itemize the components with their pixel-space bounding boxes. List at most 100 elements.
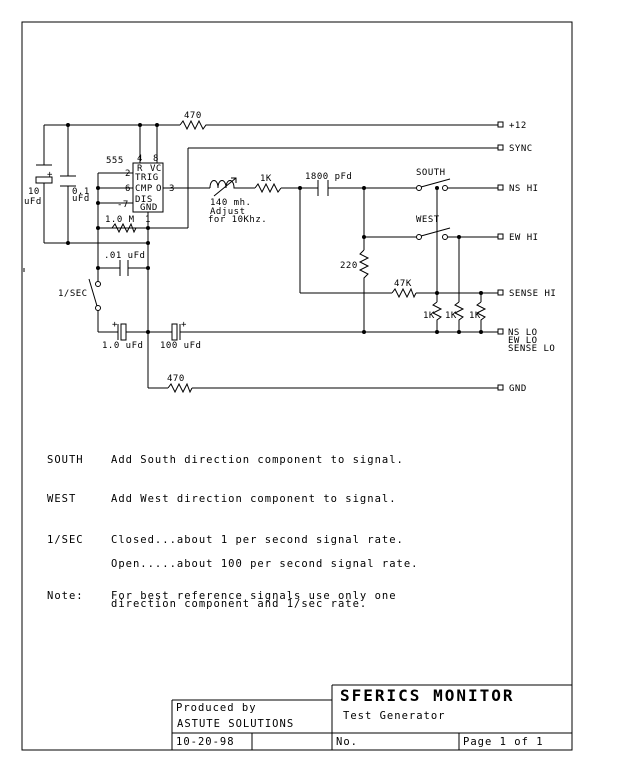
- title-block-no-label: No.: [336, 736, 358, 748]
- label-gnd: GND: [509, 384, 527, 394]
- label-pin7: -7: [117, 200, 129, 210]
- label-r470-top: 470: [184, 111, 202, 121]
- switch-1sec: [88, 278, 101, 311]
- output-terminals: [497, 121, 504, 391]
- label-cap10: 10: [28, 187, 40, 197]
- terminal-ew-hi: [497, 233, 504, 240]
- note-text-note2: direction component and 1/sec rate.: [111, 598, 367, 610]
- note-key-note: Note:: [47, 590, 84, 602]
- terminal-ns-hi: [497, 184, 504, 191]
- label-sense-lo: SENSE LO: [508, 344, 555, 354]
- label-cap1800: 1800 pFd: [305, 172, 352, 182]
- label-ic-r: R: [137, 164, 143, 174]
- label-ic-dis: DIS: [135, 195, 153, 205]
- label-cap01-unit: uFd: [72, 194, 90, 204]
- label-plus12: +12: [509, 121, 527, 131]
- label-west: WEST: [416, 215, 440, 225]
- title-block-title: SFERICS MONITOR: [340, 686, 515, 705]
- label-inductor-value: 140 mh.: [210, 198, 251, 208]
- label-plus-cap100uf: +: [181, 320, 187, 330]
- label-pin1: 1: [145, 215, 151, 225]
- sheet-border: [21, 21, 573, 751]
- title-block-date: 10-20-98: [176, 736, 235, 748]
- label-r1k-c: 1K: [469, 311, 481, 321]
- terminal-sync: [497, 144, 504, 151]
- note-key-west: WEST: [47, 493, 76, 505]
- notes-section: SOUTH Add South direction component to s…: [47, 454, 419, 610]
- title-block-page: Page 1 of 1: [463, 736, 544, 748]
- label-pin8: 8: [153, 154, 159, 164]
- terminal-gnd: [497, 384, 504, 391]
- capacitor-001ufd: [119, 260, 129, 276]
- note-key-1sec: 1/SEC: [47, 534, 84, 546]
- note-key-south: SOUTH: [47, 454, 84, 466]
- label-r47k: 47K: [394, 279, 412, 289]
- label-cap1uf: 1.0 uFd: [102, 341, 143, 351]
- resistor-1m: [111, 222, 137, 234]
- capacitors: [35, 164, 329, 341]
- resistor-1k-a: [431, 301, 443, 322]
- component-labels: 470 +12 555 4 8 2 6 -7 1 3 R VC TRIG CMP…: [24, 111, 556, 394]
- label-inductor-adjust2: for 10Khz.: [208, 215, 267, 225]
- label-cap01: 0.1: [72, 187, 90, 197]
- label-r1k: 1K: [260, 174, 272, 184]
- inductor-140mh: [209, 177, 238, 197]
- note-text-south: Add South direction component to signal.: [111, 454, 404, 466]
- label-south: SOUTH: [416, 168, 446, 178]
- label-pin2: 2: [125, 169, 131, 179]
- label-pin4: 4: [137, 154, 143, 164]
- label-sync: SYNC: [509, 144, 533, 154]
- label-cap-01uf: .01 uFd: [104, 251, 145, 261]
- label-r1k-b: 1K: [445, 311, 457, 321]
- label-ic-trig: TRIG: [135, 173, 159, 183]
- title-block-subtitle: Test Generator: [343, 710, 446, 722]
- label-cap10-unit: uFd: [24, 197, 42, 207]
- note-text-closed: Closed...about 1 per second signal rate.: [111, 534, 404, 546]
- label-ic-vc: VC: [150, 164, 162, 174]
- resistor-470-bottom: [167, 382, 193, 394]
- capacitor-1ufd: [117, 323, 127, 341]
- label-r220: 220: [340, 261, 358, 271]
- label-ns-lo: NS LO: [508, 328, 538, 338]
- junction-dots: [66, 123, 483, 334]
- note-text-open: Open.....about 100 per second signal rat…: [111, 558, 419, 570]
- resistor-1k: [254, 182, 282, 194]
- label-ew-lo: EW LO: [508, 336, 538, 346]
- label-sense-hi: SENSE HI: [509, 289, 556, 299]
- title-block: Produced by ASTUTE SOLUTIONS 10-20-98 SF…: [171, 684, 572, 750]
- capacitor-100ufd: [171, 323, 181, 341]
- label-ic555: 555: [106, 156, 124, 166]
- title-block-produced-by: Produced by: [176, 702, 257, 714]
- label-cap100uf: 100 uFd: [160, 341, 201, 351]
- terminal-sense-hi: [497, 289, 504, 296]
- note-text-west: Add West direction component to signal.: [111, 493, 397, 505]
- switch-south: [416, 178, 451, 191]
- label-plus-cap1uf: +: [112, 320, 118, 330]
- label-plus-cap10: +: [47, 170, 53, 180]
- circuit-wiring: [43, 124, 498, 389]
- label-r470-bottom: 470: [167, 374, 185, 384]
- resistor-470-top: [179, 119, 208, 131]
- label-ic-o: O: [156, 184, 162, 194]
- label-pin3: 3: [169, 184, 175, 194]
- terminal-plus12: [497, 121, 504, 128]
- capacitor-10ufd: [35, 164, 53, 184]
- note-text-note1: For best reference signals use only one: [111, 590, 397, 602]
- terminal-ns-lo: [497, 328, 504, 335]
- capacitor-01ufd: [60, 175, 76, 187]
- resistors: [111, 119, 487, 394]
- label-r1k-a: 1K: [423, 311, 435, 321]
- title-block-company: ASTUTE SOLUTIONS: [177, 718, 294, 730]
- label-r1m: 1.0 M: [105, 215, 135, 225]
- switch-west: [416, 227, 451, 240]
- label-ew-hi: EW HI: [509, 233, 539, 243]
- resistor-47k: [391, 287, 417, 299]
- resistor-1k-b: [453, 301, 465, 322]
- label-ic-gnd: GND: [140, 203, 158, 213]
- label-ns-hi: NS HI: [509, 184, 539, 194]
- ic-555: [132, 162, 164, 213]
- capacitor-1800pfd: [317, 180, 329, 196]
- label-ic-cmp: CMP: [135, 184, 153, 194]
- label-pin6: 6: [125, 184, 131, 194]
